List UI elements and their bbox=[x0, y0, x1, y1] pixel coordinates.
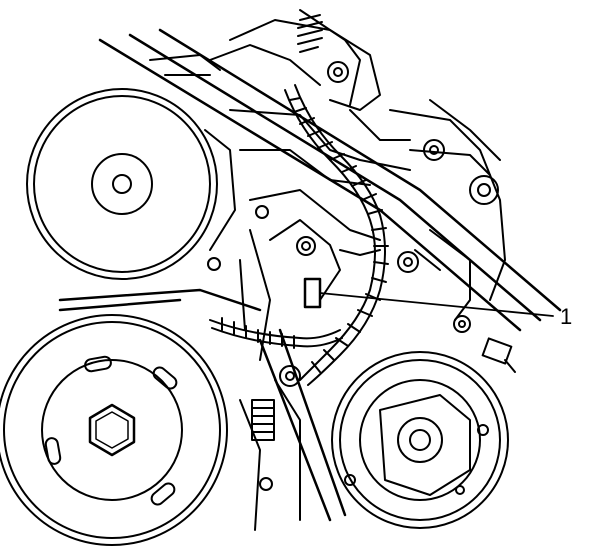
drive-belt bbox=[58, 28, 562, 522]
upper-left-pulley bbox=[26, 88, 236, 280]
tensioner-spring bbox=[297, 14, 323, 53]
tensioner-pulley bbox=[331, 351, 509, 529]
callout-label-1: 1 bbox=[560, 304, 573, 329]
bolts bbox=[207, 61, 499, 491]
callout-leader-line bbox=[319, 292, 554, 317]
bracket-teeth bbox=[251, 399, 275, 441]
callout-target-component bbox=[303, 277, 322, 309]
connector bbox=[481, 337, 516, 373]
wire-harness bbox=[209, 84, 389, 386]
crankshaft-pulley bbox=[0, 314, 228, 546]
